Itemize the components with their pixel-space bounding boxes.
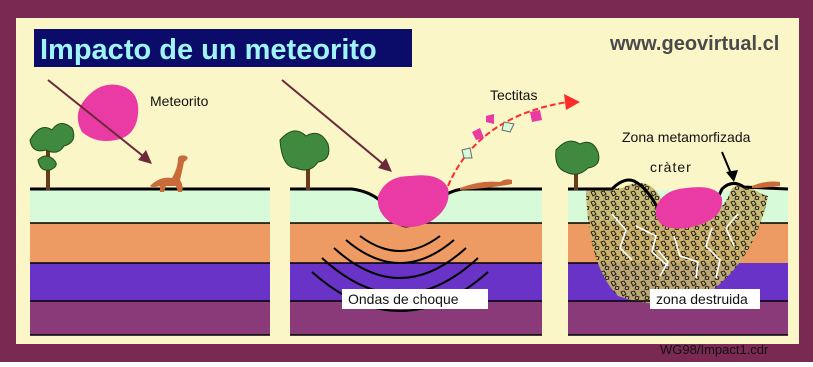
diagram-title: Impacto de un meteorito [40,34,377,66]
tektites-label: Tectitas [490,87,537,103]
meteorite-shape [377,175,449,227]
destroyed-zone-label: zona destruida [656,291,748,307]
panel-3: Zona metamorfizada cràter zona destruida [555,129,789,336]
tektites [461,110,542,159]
fracture-lines [611,213,739,279]
shockwaves-label: Ondas de choque [348,291,459,307]
website-label: www.geovirtual.cl [609,33,779,55]
trajectory-arrow [47,79,149,161]
crater-label: cràter [650,159,692,175]
dinosaur-icon [150,155,188,192]
meteorite-label: Meteorito [150,93,209,109]
meteorite-shape [655,187,723,229]
dinosaur-icon [460,179,512,190]
meteorite-shape [77,84,139,141]
tektite-trajectory [447,101,569,187]
credit-label: WG98/Impact1.cdr [660,342,769,357]
panel-1: Meteorito [29,79,270,336]
tree-icon [29,123,75,190]
panel-2: Tectitas Ondas de choque [279,79,580,336]
trajectory-arrow [281,79,389,169]
dinosaur-icon [752,181,780,188]
title-box [34,29,412,67]
tree-icon [279,130,330,190]
tree-icon [555,140,600,190]
metamorphic-zone-label: Zona metamorfizada [622,129,751,145]
